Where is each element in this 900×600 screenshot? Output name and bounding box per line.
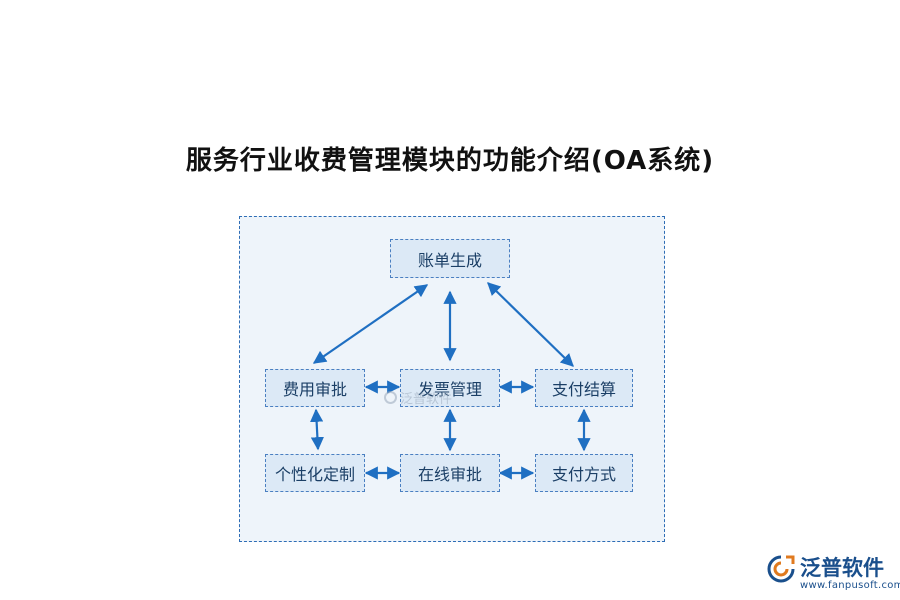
- node-customization: 个性化定制: [265, 454, 365, 492]
- node-payment-settlement: 支付结算: [535, 369, 633, 407]
- node-label: 发票管理: [417, 380, 482, 399]
- page-title: 服务行业收费管理模块的功能介绍(OA系统): [185, 146, 715, 176]
- node-label: 支付结算: [551, 380, 616, 399]
- watermark: 泛普软件: [384, 388, 452, 407]
- node-payment-method: 支付方式: [535, 454, 633, 492]
- arrow-bill-payment: [487, 282, 574, 367]
- logo-brand-text: 泛普软件: [800, 556, 884, 580]
- arrow-bill-fee: [312, 284, 429, 364]
- watermark-text: 泛普软件: [400, 392, 453, 407]
- node-online-approval: 在线审批: [400, 454, 500, 492]
- fanpu-watermark-icon: [384, 391, 397, 404]
- brand-logo: 泛普软件 www.fanpusoft.com: [766, 552, 900, 596]
- logo-url-text: www.fanpusoft.com: [800, 580, 900, 591]
- fanpu-logo-icon: [767, 555, 795, 583]
- arrow-fee-custom: [310, 408, 324, 451]
- node-label: 账单生成: [417, 250, 482, 270]
- node-label: 个性化定制: [274, 465, 355, 484]
- node-bill-generation: 账单生成: [390, 239, 510, 278]
- node-invoice-management: 发票管理: [400, 369, 500, 407]
- node-fee-approval: 费用审批: [265, 369, 365, 407]
- node-label: 支付方式: [551, 465, 616, 484]
- node-label: 在线审批: [417, 465, 482, 484]
- node-label: 费用审批: [282, 380, 347, 399]
